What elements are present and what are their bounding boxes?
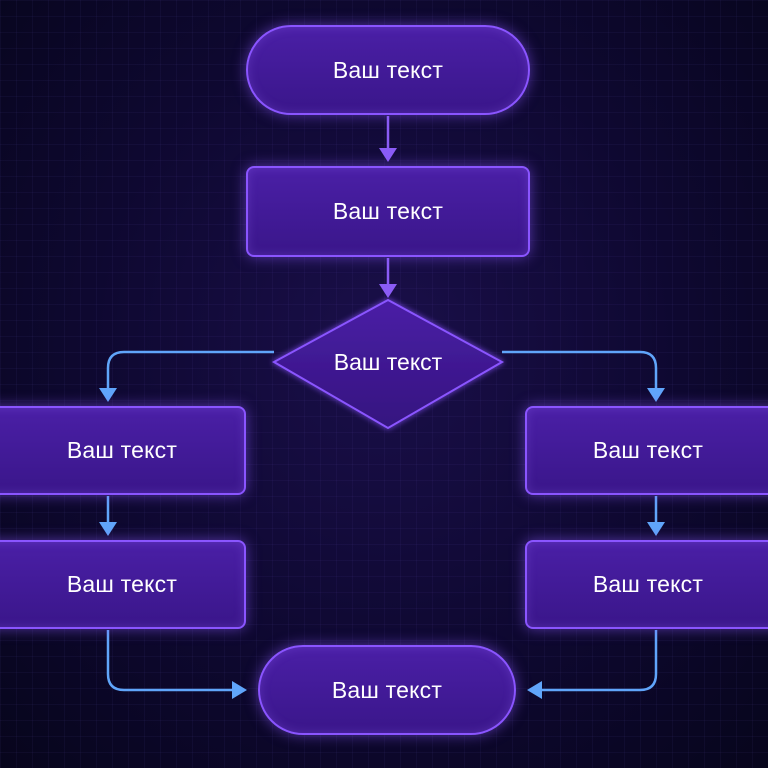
start-node-label: Ваш текст xyxy=(332,56,444,83)
left-branch-node-1-label: Ваш текст xyxy=(66,437,178,463)
arrow-left1-to-left2 xyxy=(99,496,117,536)
left-branch-node-2-label: Ваш текст xyxy=(66,571,178,597)
arrow-decision-to-left xyxy=(99,350,274,402)
right-branch-node-2-label: Ваш текст xyxy=(592,571,704,597)
arrow-start-to-step xyxy=(379,116,397,162)
right-branch-node-2[interactable]: Ваш текст xyxy=(525,540,768,629)
arrow-left2-to-end xyxy=(106,630,247,699)
process-node-label: Ваш текст xyxy=(332,198,444,224)
decision-node-label: Ваш текст xyxy=(333,348,443,375)
left-branch-node-1[interactable]: Ваш текст xyxy=(0,406,246,495)
end-node[interactable]: Ваш текст xyxy=(258,645,516,735)
right-branch-node-1[interactable]: Ваш текст xyxy=(525,406,768,495)
arrow-decision-to-right xyxy=(502,350,665,402)
decision-diamond[interactable] xyxy=(271,298,505,430)
process-node[interactable]: Ваш текст xyxy=(246,166,530,257)
start-node[interactable]: Ваш текст xyxy=(246,25,530,115)
end-node-label: Ваш текст xyxy=(331,676,443,703)
arrow-step-to-decision xyxy=(379,258,397,298)
left-branch-node-2[interactable]: Ваш текст xyxy=(0,540,246,629)
right-branch-node-1-label: Ваш текст xyxy=(592,437,704,463)
arrow-right2-to-end xyxy=(527,630,658,699)
arrow-right1-to-right2 xyxy=(647,496,665,536)
